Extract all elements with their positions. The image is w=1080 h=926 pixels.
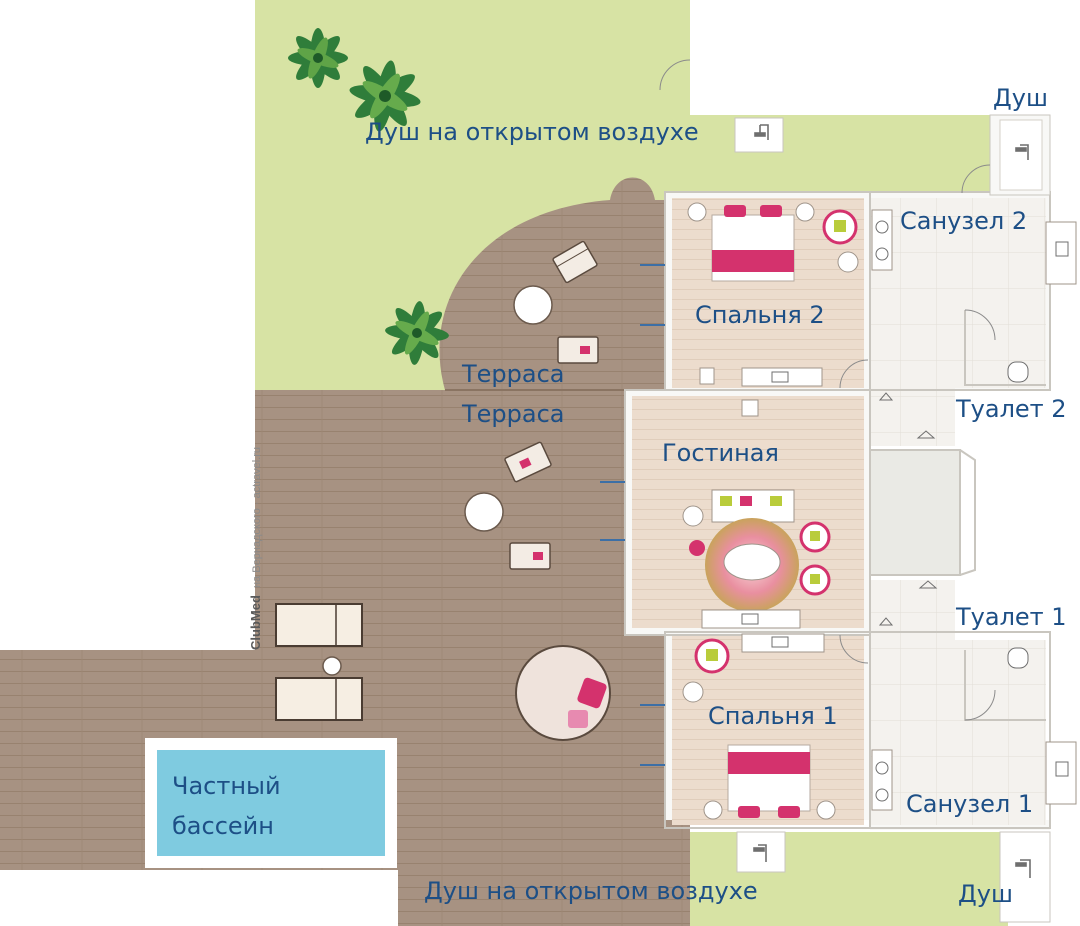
corridor-floor	[870, 450, 960, 575]
label-toilet-1: Туалет 1	[955, 603, 1067, 631]
door-swing-icon	[659, 59, 996, 721]
bathroom-2-floor	[870, 198, 1046, 388]
hanger-icon	[918, 580, 938, 589]
label-shower-bottom: Душ	[958, 880, 1013, 908]
label-bathroom-2: Санузел 2	[900, 207, 1027, 235]
label-shower-top: Душ	[993, 84, 1048, 112]
desk-icon	[741, 633, 825, 653]
sofa-icon	[711, 489, 795, 523]
label-outdoor-shower-bottom: Душ на открытом воздухе	[424, 877, 758, 905]
bed-icon	[703, 744, 836, 820]
desk-icon	[701, 609, 801, 629]
coffee-table	[723, 543, 781, 581]
sun-lounger-icon	[552, 240, 598, 284]
label-living-room: Гостиная	[662, 439, 779, 467]
label-bathroom-1: Санузел 1	[906, 790, 1033, 818]
toilet-2-floor	[870, 360, 955, 446]
armchair-icon	[799, 521, 831, 553]
round-table-icon	[513, 285, 553, 325]
shower-icon	[753, 844, 767, 862]
label-bedroom-2: Спальня 2	[695, 301, 825, 329]
armchair-icon	[689, 540, 705, 556]
label-pool-line1: Частный	[172, 772, 281, 800]
bathtub-icon	[1045, 741, 1077, 805]
palm-tree-icon	[349, 60, 421, 132]
label-terrace-upper: Терраса	[461, 360, 565, 388]
shower-top	[989, 114, 1051, 196]
label-bedroom-1: Спальня 1	[708, 702, 838, 730]
bed-icon	[687, 202, 815, 282]
round-table-icon	[837, 251, 859, 273]
round-table-icon	[682, 505, 704, 527]
round-table-icon	[464, 492, 504, 532]
toilet-icon	[1007, 361, 1029, 383]
armchair-icon	[799, 564, 831, 596]
desk-icon	[699, 367, 823, 387]
label-pool-line2: бассейн	[172, 812, 274, 840]
sink-icon	[871, 209, 893, 271]
sink-icon	[871, 749, 893, 811]
toilet-icon	[1007, 647, 1029, 669]
label-outdoor-shower-top: Душ на открытом воздухе	[365, 118, 699, 146]
shower-icon	[1015, 859, 1031, 878]
palm-tree-icon	[288, 28, 348, 88]
watermark: ClubMed на Вернадского · actravel.ru	[248, 447, 263, 650]
outdoor-shower-bottom	[736, 831, 786, 873]
label-terrace-lower: Терраса	[461, 400, 565, 428]
bathroom-1-floor	[870, 640, 1046, 825]
shower-icon	[1015, 144, 1029, 160]
private-pool	[145, 738, 397, 868]
sun-lounger-icon	[275, 677, 363, 721]
sun-lounger-icon	[275, 603, 363, 647]
tv-icon	[771, 371, 789, 383]
shower-bottom	[999, 831, 1051, 923]
hanger-icon	[916, 430, 936, 439]
glass-door-markers	[600, 264, 665, 766]
round-table-icon	[322, 656, 342, 676]
sun-lounger-icon	[509, 542, 551, 570]
watermark-brand: ClubMed	[248, 595, 263, 650]
bathtub-icon	[1045, 221, 1077, 285]
armchair-icon	[694, 638, 730, 674]
palm-tree-icon	[385, 301, 449, 365]
outdoor-shower-top	[734, 117, 784, 153]
tv-icon	[741, 613, 759, 625]
cabinet	[741, 399, 759, 417]
sun-lounger-icon	[504, 441, 552, 483]
watermark-text: на Вернадского · actravel.ru	[251, 447, 263, 588]
daybed-icon	[515, 645, 611, 741]
shower-icon	[754, 124, 769, 140]
armchair-icon	[822, 209, 858, 245]
tv-icon	[771, 636, 789, 648]
label-toilet-2: Туалет 2	[955, 395, 1067, 423]
round-table-icon	[682, 681, 704, 703]
hanger-icon	[878, 617, 894, 626]
hanger-icon	[878, 392, 894, 401]
sun-lounger-icon	[557, 336, 599, 364]
